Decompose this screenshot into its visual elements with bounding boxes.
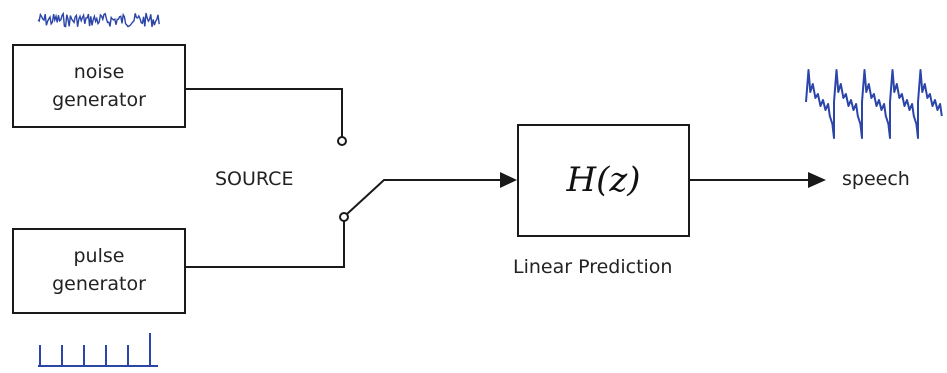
switch-arm bbox=[346, 179, 500, 215]
source-label: SOURCE bbox=[215, 168, 294, 190]
noise-generator-label-line1: noise bbox=[73, 61, 125, 83]
noise-waveform-icon bbox=[37, 11, 160, 28]
filter-input-arrowhead bbox=[500, 172, 517, 188]
pulse-train-icon bbox=[38, 333, 158, 367]
switch-pivot bbox=[339, 212, 349, 222]
output-arrowhead bbox=[808, 172, 826, 188]
pulse-generator-block: pulse generator bbox=[12, 228, 186, 314]
filter-formula: H(z) bbox=[566, 160, 641, 200]
pulse-generator-label-line2: generator bbox=[52, 273, 146, 295]
filter-block: H(z) bbox=[517, 124, 690, 237]
pulse-wire bbox=[186, 221, 345, 268]
speech-waveform-icon bbox=[805, 69, 943, 139]
filter-caption: Linear Prediction bbox=[513, 256, 673, 278]
noise-wire bbox=[186, 88, 343, 137]
pulse-generator-label-line1: pulse bbox=[73, 245, 125, 267]
speech-label: speech bbox=[842, 168, 910, 190]
noise-generator-block: noise generator bbox=[12, 44, 186, 128]
noise-contact bbox=[337, 136, 347, 146]
noise-generator-label-line2: generator bbox=[52, 89, 146, 111]
